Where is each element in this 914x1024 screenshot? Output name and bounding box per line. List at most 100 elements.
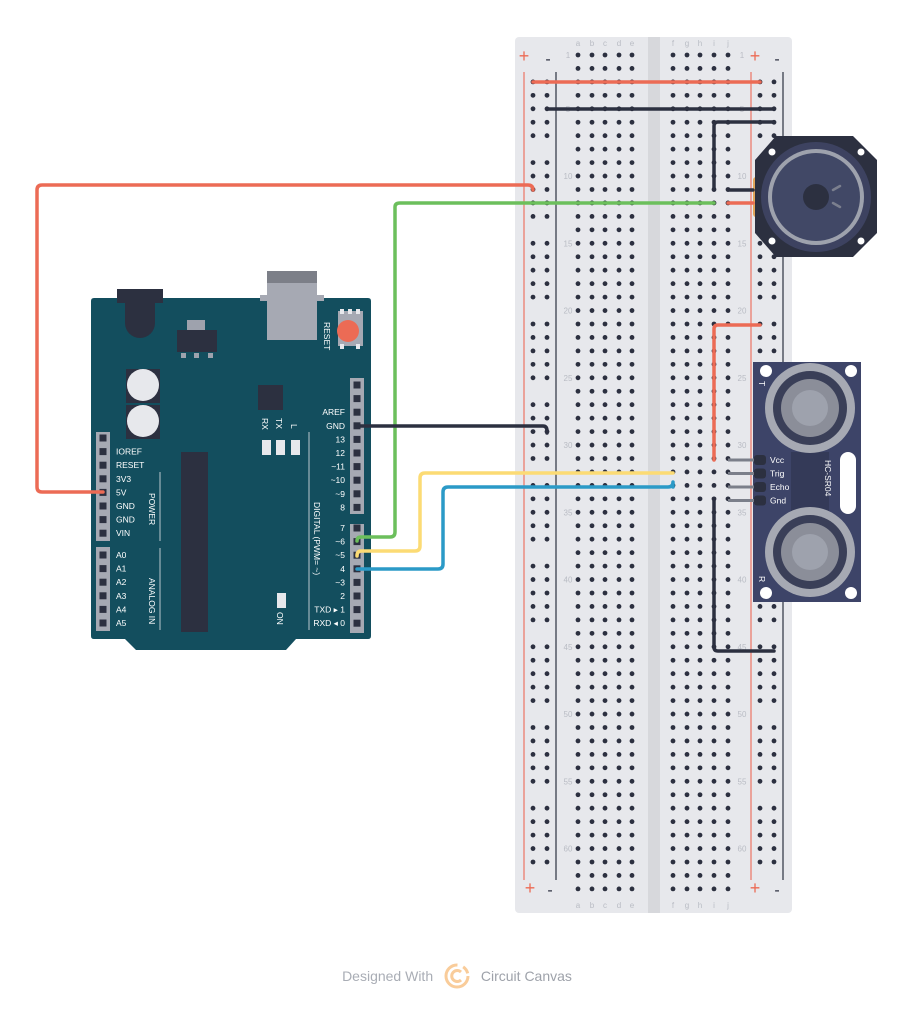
breadboard-hole[interactable] — [616, 617, 622, 623]
breadboard-hole[interactable] — [629, 657, 635, 663]
breadboard-hole[interactable] — [575, 846, 581, 851]
breadboard-hole[interactable] — [684, 146, 690, 152]
breadboard-hole[interactable] — [711, 725, 717, 730]
breadboard-hole[interactable] — [684, 429, 690, 434]
breadboard-hole[interactable] — [589, 254, 595, 260]
rail-hole[interactable] — [544, 361, 550, 367]
rail-hole[interactable] — [530, 214, 536, 219]
breadboard-hole[interactable] — [697, 805, 703, 811]
breadboard-hole[interactable] — [670, 496, 676, 502]
rail-hole[interactable] — [544, 173, 550, 179]
breadboard-hole[interactable] — [602, 805, 608, 811]
rail-hole[interactable] — [544, 281, 550, 287]
rail-hole[interactable] — [530, 698, 536, 703]
breadboard-hole[interactable] — [629, 133, 635, 139]
breadboard-hole[interactable] — [575, 402, 581, 408]
breadboard-hole[interactable] — [697, 657, 703, 663]
rail-hole[interactable] — [530, 684, 536, 690]
breadboard-hole[interactable] — [575, 765, 581, 771]
breadboard-hole[interactable] — [616, 415, 622, 421]
breadboard-hole[interactable] — [575, 187, 581, 192]
breadboard-hole[interactable] — [725, 886, 731, 892]
breadboard-hole[interactable] — [697, 281, 703, 287]
power-pin[interactable] — [99, 434, 107, 442]
breadboard-hole[interactable] — [602, 442, 608, 448]
breadboard-hole[interactable] — [575, 388, 581, 394]
breadboard-hole[interactable] — [616, 402, 622, 408]
rail-hole[interactable] — [544, 725, 550, 730]
breadboard-hole[interactable] — [725, 846, 731, 851]
breadboard-hole[interactable] — [684, 119, 690, 125]
breadboard-hole[interactable] — [684, 509, 690, 515]
breadboard-hole[interactable] — [711, 684, 717, 690]
breadboard-hole[interactable] — [725, 173, 731, 179]
breadboard-hole[interactable] — [616, 187, 622, 192]
rail-hole[interactable] — [530, 536, 536, 542]
digital-pin[interactable] — [353, 490, 361, 498]
breadboard-hole[interactable] — [589, 846, 595, 851]
breadboard-hole[interactable] — [616, 805, 622, 811]
breadboard-hole[interactable] — [684, 644, 690, 650]
breadboard-hole[interactable] — [629, 66, 635, 71]
power-pin[interactable] — [99, 461, 107, 469]
breadboard-hole[interactable] — [725, 550, 731, 556]
breadboard-hole[interactable] — [616, 173, 622, 179]
breadboard-hole[interactable] — [725, 738, 731, 744]
breadboard-hole[interactable] — [629, 227, 635, 233]
breadboard-hole[interactable] — [725, 388, 731, 394]
breadboard-hole[interactable] — [589, 805, 595, 811]
breadboard-hole[interactable] — [670, 604, 676, 609]
reset-button[interactable] — [337, 320, 359, 342]
breadboard-hole[interactable] — [575, 146, 581, 152]
rail-hole[interactable] — [757, 859, 763, 865]
breadboard-hole[interactable] — [575, 361, 581, 367]
digital-pin[interactable] — [353, 619, 361, 627]
breadboard-hole[interactable] — [725, 227, 731, 233]
breadboard-hole[interactable] — [575, 563, 581, 569]
breadboard-hole[interactable] — [697, 92, 703, 98]
rail-hole[interactable] — [544, 348, 550, 354]
breadboard-hole[interactable] — [697, 859, 703, 865]
breadboard-hole[interactable] — [725, 765, 731, 771]
rail-hole[interactable] — [757, 725, 763, 730]
rail-hole[interactable] — [530, 846, 536, 851]
breadboard-hole[interactable] — [684, 281, 690, 287]
breadboard-hole[interactable] — [670, 133, 676, 139]
breadboard-hole[interactable] — [670, 509, 676, 515]
breadboard-hole[interactable] — [711, 805, 717, 811]
breadboard-hole[interactable] — [589, 146, 595, 152]
rail-hole[interactable] — [544, 496, 550, 502]
breadboard-hole[interactable] — [616, 711, 622, 717]
breadboard-hole[interactable] — [711, 308, 717, 313]
breadboard-hole[interactable] — [670, 227, 676, 233]
digital-pin[interactable] — [353, 503, 361, 511]
breadboard-hole[interactable] — [725, 577, 731, 582]
breadboard-hole[interactable] — [575, 133, 581, 139]
breadboard-hole[interactable] — [697, 415, 703, 421]
breadboard-hole[interactable] — [589, 294, 595, 300]
breadboard-hole[interactable] — [602, 590, 608, 596]
breadboard-hole[interactable] — [629, 456, 635, 461]
rail-hole[interactable] — [530, 160, 536, 166]
breadboard-hole[interactable] — [602, 119, 608, 125]
breadboard-hole[interactable] — [589, 348, 595, 354]
breadboard-hole[interactable] — [589, 550, 595, 556]
breadboard-hole[interactable] — [697, 792, 703, 798]
rail-hole[interactable] — [530, 644, 536, 650]
breadboard-hole[interactable] — [725, 617, 731, 623]
breadboard-hole[interactable] — [602, 294, 608, 300]
breadboard-hole[interactable] — [670, 536, 676, 542]
breadboard-hole[interactable] — [684, 52, 690, 58]
rail-hole[interactable] — [544, 267, 550, 273]
rail-hole[interactable] — [530, 361, 536, 367]
rail-hole[interactable] — [771, 604, 777, 609]
breadboard-hole[interactable] — [575, 66, 581, 71]
breadboard-hole[interactable] — [670, 752, 676, 757]
breadboard-hole[interactable] — [711, 657, 717, 663]
breadboard-hole[interactable] — [575, 617, 581, 623]
breadboard-hole[interactable] — [575, 509, 581, 515]
breadboard-hole[interactable] — [711, 254, 717, 260]
rail-hole[interactable] — [544, 294, 550, 300]
breadboard-hole[interactable] — [684, 846, 690, 851]
breadboard-hole[interactable] — [629, 698, 635, 703]
